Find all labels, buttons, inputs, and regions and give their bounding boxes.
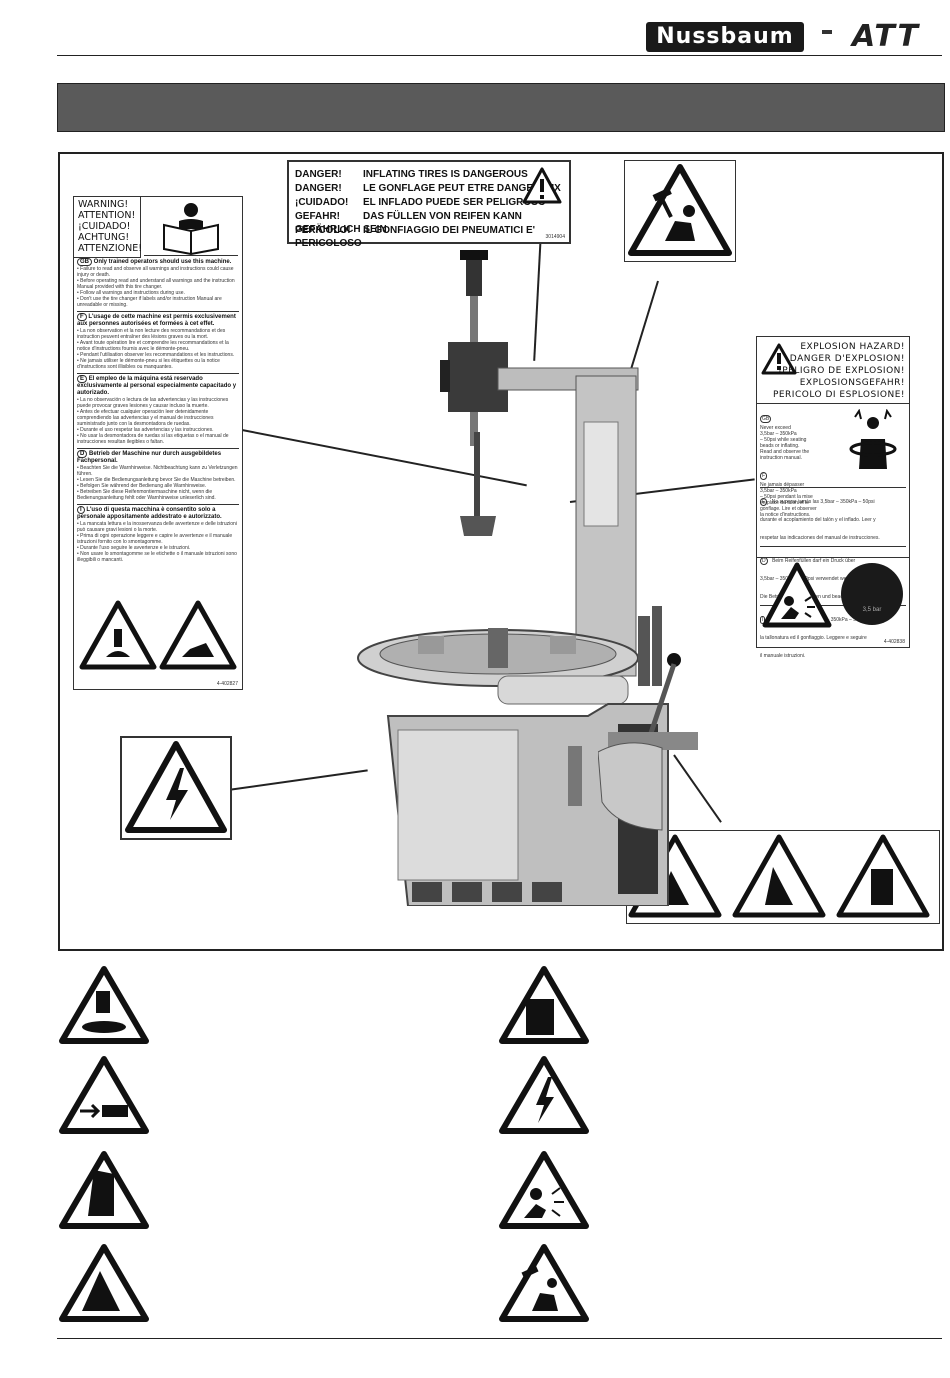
brand-separator	[822, 30, 832, 34]
danger-row-gb: DANGER!INFLATING TIRES IS DANGEROUS	[295, 169, 528, 180]
bead-breaker-injury-icon	[59, 1244, 149, 1322]
section-banner	[57, 83, 945, 132]
warning-manual-label: WARNING! ATTENTION! ¡CUIDADO! ACHTUNG! A…	[73, 196, 243, 690]
hammer-hazard-label	[624, 160, 736, 262]
hand-pinch-icon	[59, 1056, 149, 1134]
danger-row-d: GEFAHR!DAS FÜLLEN VON REIFEN KANN GEFÄHR…	[295, 211, 522, 235]
explosion-injury-icon	[499, 1151, 589, 1229]
labels-overview-panel: WARNING! ATTENTION! ¡CUIDADO! ACHTUNG! A…	[58, 152, 944, 951]
foot-crush-icon	[59, 1151, 149, 1229]
nussbaum-logo: Nussbaum	[646, 22, 804, 52]
explosion-label-code: 4-402838	[883, 639, 905, 645]
explosion-title-e: ¡PELIGRO DE EXPLOSION!	[778, 366, 905, 376]
explosion-title-f: DANGER D'EXPLOSION!	[789, 354, 905, 364]
explosion-injury-icon	[762, 562, 832, 628]
warning-section-gb: GB Only trained operators should use thi…	[77, 258, 235, 308]
tire-inflation-icon	[849, 409, 897, 469]
electric-shock-icon	[499, 1056, 589, 1134]
danger-label-code: 3014904	[545, 234, 565, 240]
warning-label-code: 4-402827	[216, 681, 238, 687]
exclamation-icon	[522, 167, 562, 204]
warning-title-f: ATTENTION!	[78, 210, 136, 221]
explosion-section-e: E No superar jamás las 3,5bar – 350kPa –…	[760, 487, 906, 544]
warning-section-f: F L'usage de cette machine est permis ex…	[77, 311, 239, 370]
warning-title-d: ACHTUNG!	[78, 232, 130, 243]
exclamation-icon	[761, 343, 797, 375]
explosion-hazard-label: EXPLOSION HAZARD! DANGER D'EXPLOSION! ¡P…	[756, 336, 910, 659]
warning-section-d: D Betrieb der Maschine nur durch ausgebi…	[77, 448, 239, 501]
leader-line	[227, 769, 368, 791]
bead-breaker-arm	[598, 653, 698, 831]
footer-rule	[57, 1338, 942, 1339]
hand-crush-icon	[59, 966, 149, 1044]
electric-hazard-label	[120, 736, 232, 840]
door-crush-icon	[499, 966, 589, 1044]
danger-inflating-label: DANGER!INFLATING TIRES IS DANGEROUS DANG…	[287, 160, 571, 249]
explosion-title-gb: EXPLOSION HAZARD!	[800, 342, 905, 352]
explosion-title-d: EXPLOSIONSGEFAHR!	[799, 378, 905, 388]
crush-hazard-icons	[79, 600, 237, 670]
danger-row-e: ¡CUIDADO!EL INFLADO PUEDE SER PELIGROSO	[295, 197, 546, 208]
pressure-limit-disk: 3,5 bar	[841, 563, 903, 625]
att-logo: ATT	[852, 19, 920, 54]
warning-section-i: I L'uso di questa macchina è consentito …	[77, 504, 239, 563]
warning-title-e: ¡CUIDADO!	[78, 221, 131, 232]
header-rule	[57, 55, 942, 56]
warning-title-i: ATTENZIONE!	[78, 243, 143, 254]
explosion-title-i: PERICOLO DI ESPLOSIONE!	[772, 390, 905, 400]
warning-title-block: WARNING! ATTENTION! ¡CUIDADO! ACHTUNG! A…	[74, 197, 143, 258]
danger-row-i: PERICOLO!IL GONFIAGGIO DEI PNEUMATICI E'…	[295, 225, 536, 249]
hammer-hazard-icon	[628, 164, 732, 256]
danger-row-f: DANGER!LE GONFLAGE PEUT ETRE DANGEREUX	[295, 183, 561, 194]
lightning-icon	[125, 741, 227, 833]
read-manual-icon	[144, 199, 238, 256]
bead-breaker-hazard-label	[626, 830, 940, 924]
warning-section-e: E El empleo de la máquina está reservado…	[77, 373, 239, 445]
hammer-hazard-icon	[499, 1244, 589, 1322]
warning-title-gb: WARNING!	[78, 199, 129, 210]
